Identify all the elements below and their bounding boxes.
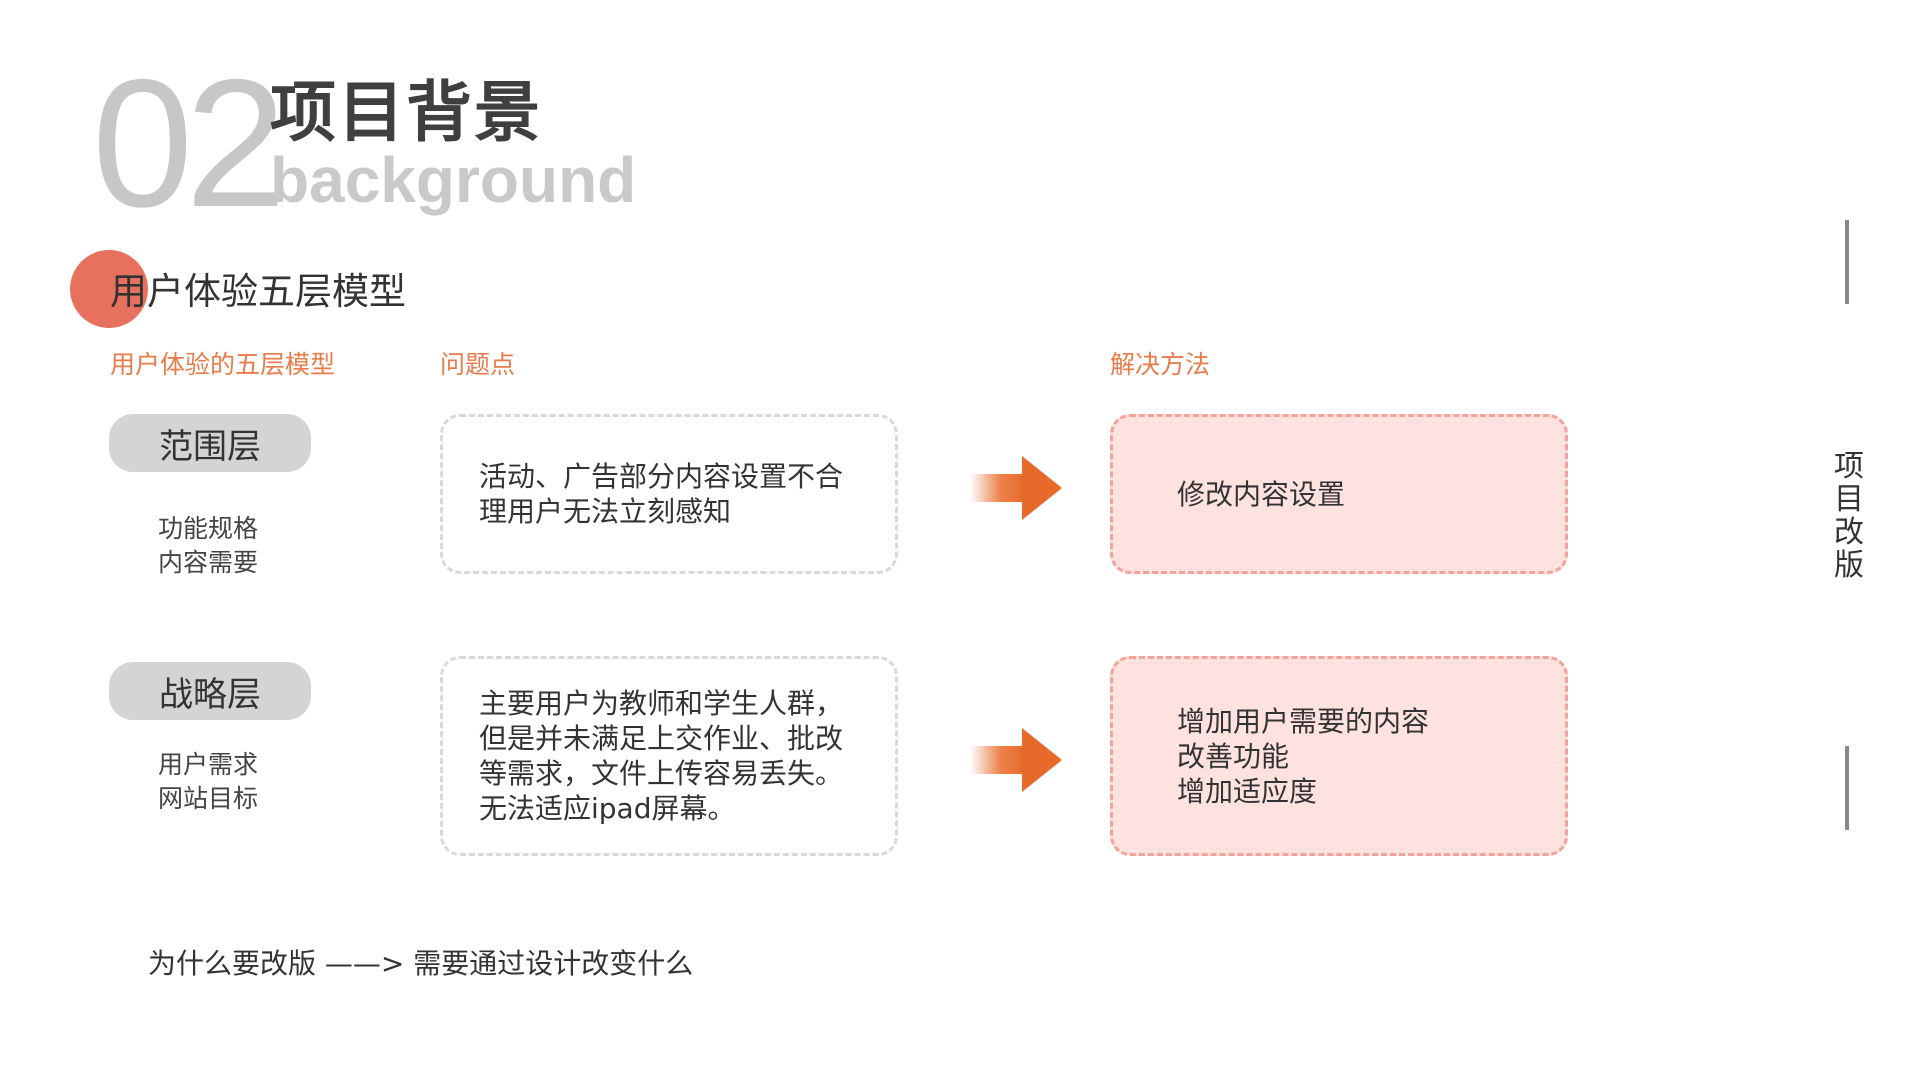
section-heading: 用户体验五层模型 — [110, 270, 406, 313]
side-divider-bottom — [1845, 746, 1849, 830]
solution-box-scope: 修改内容设置 — [1110, 414, 1568, 574]
solution-box-strategy: 增加用户需要的内容 改善功能 增加适应度 — [1110, 656, 1568, 856]
problem-line: 主要用户为教师和学生人群， — [479, 687, 844, 720]
side-divider-top — [1845, 220, 1849, 304]
section-number: 02 — [92, 41, 286, 245]
solution-line: 增加适应度 — [1177, 774, 1318, 808]
solution-line: 改善功能 — [1177, 739, 1290, 773]
column-header-solution: 解决方法 — [1110, 350, 1211, 379]
layer-desc-scope: 功能规格 内容需要 — [158, 512, 258, 580]
problem-line: 无法适应ipad屏幕。 — [479, 792, 736, 825]
solution-line: 修改内容设置 — [1177, 477, 1346, 511]
problem-line: 活动、广告部分内容设置不合 — [479, 460, 844, 493]
column-header-problem: 问题点 — [440, 350, 516, 379]
layer-desc-line: 内容需要 — [158, 548, 259, 577]
section-dot-decoration — [70, 250, 148, 328]
right-arrow-icon — [970, 728, 1062, 792]
layer-desc-line: 用户需求 — [158, 750, 259, 779]
column-header-model: 用户体验的五层模型 — [110, 350, 336, 379]
problem-line: 等需求，文件上传容易丢失。 — [479, 757, 844, 790]
page-subtitle: background — [270, 144, 637, 216]
layer-pill-scope: 范围层 — [109, 414, 311, 472]
layer-pill-strategy: 战略层 — [109, 662, 311, 720]
problem-box-scope: 活动、广告部分内容设置不合 理用户无法立刻感知 — [440, 414, 898, 574]
layer-desc-line: 网站目标 — [158, 784, 259, 813]
problem-box-strategy: 主要用户为教师和学生人群， 但是并未满足上交作业、批改 等需求，文件上传容易丢失… — [440, 656, 898, 856]
footer-caption: 为什么要改版 ——> 需要通过设计改变什么 — [148, 947, 694, 980]
layer-desc-strategy: 用户需求 网站目标 — [158, 748, 258, 816]
solution-line: 增加用户需要的内容 — [1177, 704, 1430, 738]
problem-line: 理用户无法立刻感知 — [479, 495, 732, 528]
page-title: 项目背景 — [270, 74, 542, 151]
side-vertical-label: 项目改版 — [1834, 449, 1864, 583]
problem-line: 但是并未满足上交作业、批改 — [479, 722, 844, 755]
layer-desc-line: 功能规格 — [158, 514, 259, 543]
right-arrow-icon — [970, 456, 1062, 520]
